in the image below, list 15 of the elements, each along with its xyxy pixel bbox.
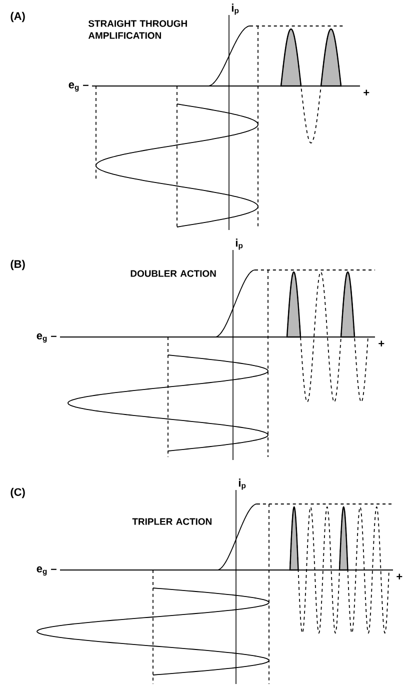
axis-label: i$_{p}$ <box>238 478 246 490</box>
panel-label: (C) <box>10 488 25 498</box>
axis-label: e$_{g}$ – <box>36 333 56 343</box>
caption-text: TRIPLER ACTION <box>132 518 212 525</box>
axis-label: + <box>378 340 384 346</box>
axis-label: e$_{g}$ – <box>68 82 88 92</box>
axis-label: e$_{g}$ – <box>36 566 56 576</box>
caption-text: STRAIGHT THROUGH AMPLIFICATION <box>88 20 187 39</box>
axis-label: i$_{p}$ <box>232 4 239 15</box>
axis-label: i$_{p}$ <box>236 238 243 250</box>
axis-label: + <box>364 90 370 96</box>
panel-label: (A) <box>10 12 25 22</box>
axis-label: + <box>396 574 402 580</box>
caption-text: DOUBLER ACTION <box>130 270 216 277</box>
panel-label: (B) <box>10 260 25 270</box>
